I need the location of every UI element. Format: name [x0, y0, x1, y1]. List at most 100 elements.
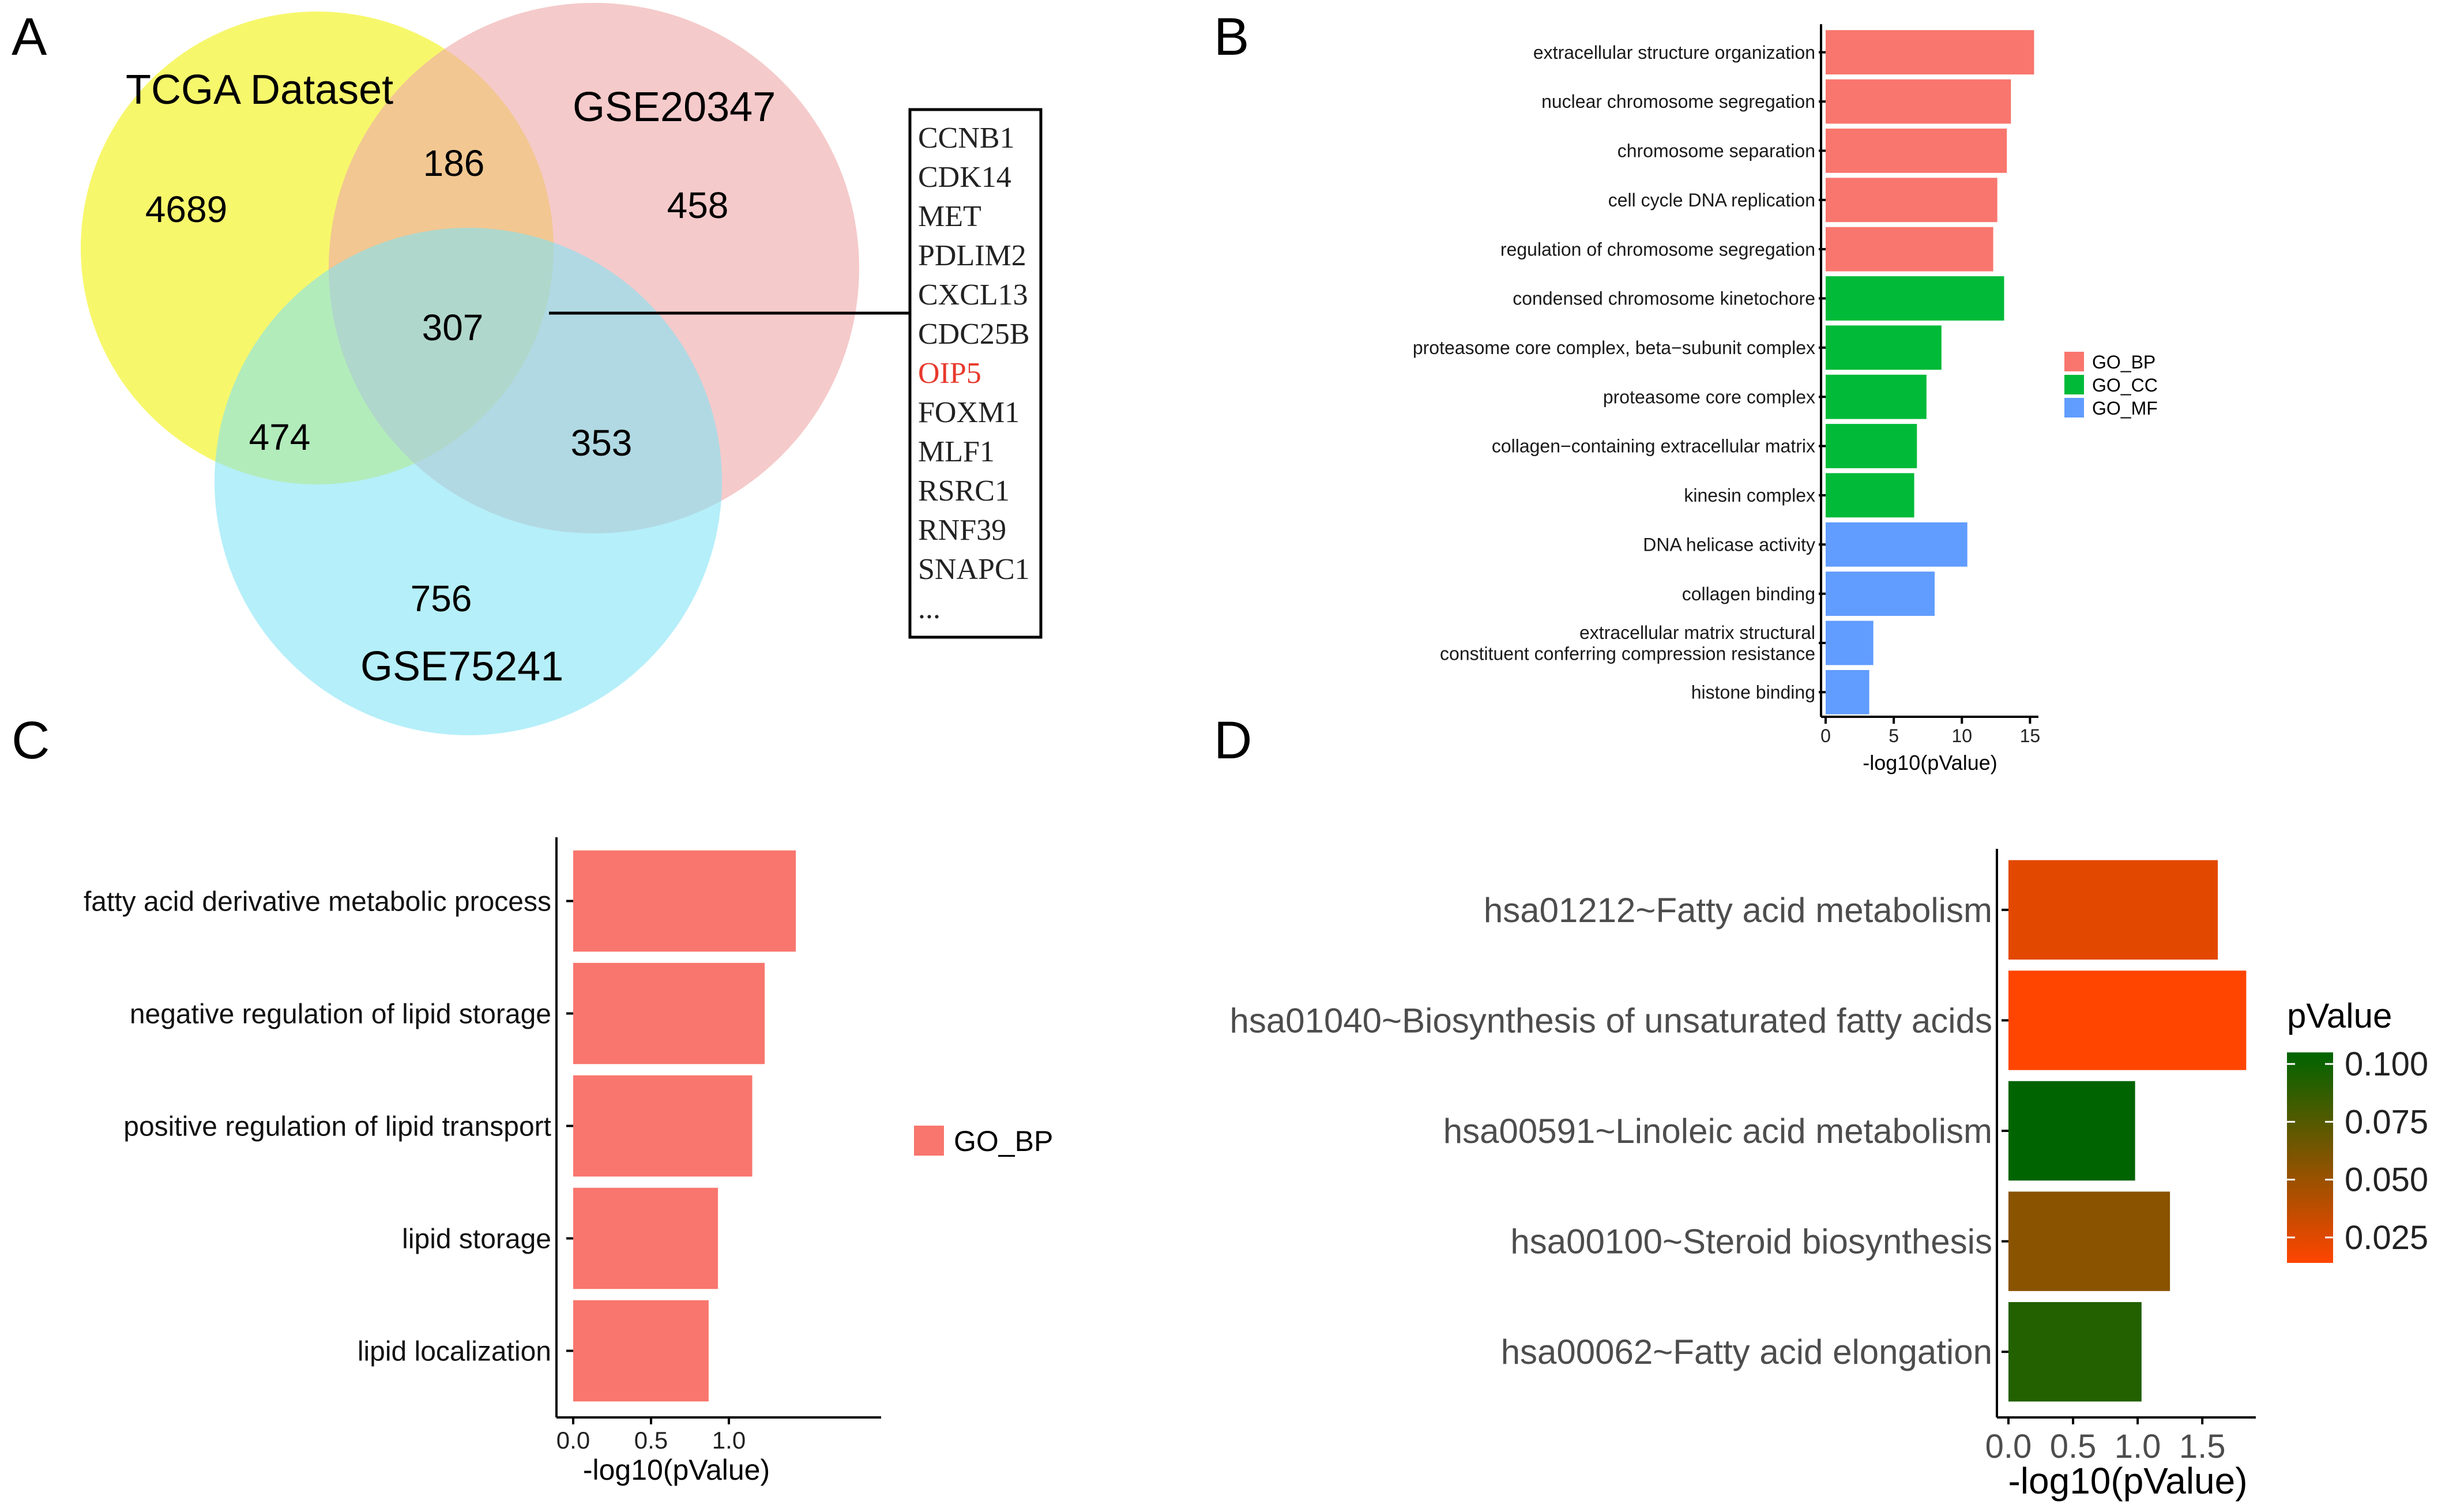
c-category-label: lipid storage	[402, 1224, 551, 1254]
panel-letter-c: C	[12, 711, 50, 770]
b-category-label: extracellular structure organization	[1533, 42, 1815, 63]
c-bar	[573, 1300, 709, 1402]
b-category-label: histone binding	[1691, 682, 1815, 703]
d-category-label: hsa00062~Fatty acid elongation	[1501, 1333, 1992, 1371]
b-category-label: kinesin complex	[1684, 485, 1815, 506]
c-bar	[573, 850, 796, 952]
gene-list-item: MLF1	[918, 435, 995, 468]
d-bar	[2008, 1191, 2170, 1291]
b-category-label: collagen binding	[1682, 584, 1815, 604]
b-category-label: extracellular matrix structural	[1579, 622, 1815, 643]
c-x-tick-label: 1.0	[712, 1427, 746, 1454]
b-bar	[1826, 473, 1914, 518]
venn-diagram: TCGA Dataset GSE20347 GSE75241 4689 186 …	[81, 3, 1043, 735]
d-bar	[2008, 860, 2218, 960]
panel-b-x-axis-title: -log10(pValue)	[1863, 751, 1997, 774]
c-x-tick-label: 0.0	[556, 1427, 590, 1454]
panel-b-legend-label: GO_CC	[2092, 375, 2158, 396]
b-category-label: cell cycle DNA replication	[1608, 190, 1815, 210]
gene-list-item: PDLIM2	[918, 239, 1026, 272]
panel-b-go-enrichment: extracellular structure organization nucl…	[1413, 24, 2158, 774]
d-x-tick-label: 0.0	[1985, 1428, 2032, 1465]
panel-b-legend-swatch	[2064, 352, 2084, 371]
d-category-label: hsa00591~Linoleic acid metabolism	[1443, 1112, 1992, 1150]
d-category-label: hsa01212~Fatty acid metabolism	[1484, 891, 1992, 930]
gene-list-item: CDC25B	[918, 318, 1030, 351]
panel-b-legend-label: GO_MF	[2092, 398, 2158, 419]
venn-set-label-tcga: TCGA Dataset	[126, 67, 393, 113]
b-bar	[1826, 374, 1927, 419]
gene-list-item: CCNB1	[918, 122, 1015, 155]
d-x-tick-label: 1.5	[2179, 1428, 2226, 1465]
b-category-label: collagen−containing extracellular matrix	[1492, 436, 1815, 457]
panel-d-colorbar-tick-label: 0.075	[2345, 1103, 2428, 1141]
b-bar	[1826, 276, 2004, 321]
panel-c-legend-swatch	[914, 1126, 944, 1156]
d-x-tick-label: 1.0	[2115, 1428, 2161, 1465]
panel-letter-b: B	[1214, 7, 1249, 66]
d-bar	[2008, 1081, 2135, 1181]
panel-letter-a: A	[12, 7, 47, 66]
c-category-label: positive regulation of lipid transport	[123, 1111, 551, 1142]
venn-count-gse20347-gse75241: 353	[571, 422, 633, 464]
b-bar	[1826, 620, 1874, 665]
gene-list-item: RSRC1	[918, 475, 1010, 507]
c-bar	[573, 962, 765, 1065]
venn-count-tcga-gse75241: 474	[249, 416, 311, 458]
panel-d-x-axis-title: -log10(pValue)	[2008, 1460, 2247, 1502]
venn-set-label-gse20347: GSE20347	[573, 84, 776, 130]
b-category-label: proteasome core complex	[1603, 386, 1815, 407]
c-bar	[573, 1075, 753, 1177]
panel-d-colorbar-tick-label: 0.025	[2345, 1219, 2428, 1257]
b-bar	[1826, 325, 1942, 370]
b-x-tick-label: 10	[1951, 725, 1972, 746]
b-category-label: condensed chromosome kinetochore	[1513, 288, 1815, 309]
c-category-label: lipid localization	[358, 1336, 551, 1367]
panel-c-x-axis-title: -log10(pValue)	[583, 1454, 770, 1486]
panel-b-legend-swatch	[2064, 398, 2084, 418]
gene-list-item: SNAPC1	[918, 553, 1030, 586]
d-x-tick-label: 0.5	[2050, 1428, 2097, 1465]
panel-d-colorbar-tick-label: 0.050	[2345, 1161, 2428, 1199]
gene-list-item: FOXM1	[918, 396, 1020, 429]
venn-count-gse20347-only: 458	[667, 185, 729, 226]
gene-list-item: CXCL13	[918, 279, 1028, 311]
b-bar	[1826, 178, 1997, 223]
gene-list-box	[908, 108, 1043, 639]
panel-d-colorbar-tick-label: 0.100	[2345, 1045, 2428, 1083]
b-x-tick-label: 15	[2020, 725, 2041, 746]
b-category-label: constituent conferring compression resis…	[1440, 644, 1815, 664]
d-category-label: hsa00100~Steroid biosynthesis	[1510, 1223, 1992, 1261]
panel-b-legend-label: GO_BP	[2092, 352, 2155, 373]
b-bar	[1826, 79, 2011, 124]
b-x-tick-label: 0	[1820, 725, 1831, 746]
venn-count-tcga-gse20347: 186	[423, 142, 485, 184]
gene-list-item: CDK14	[918, 161, 1011, 194]
b-category-label: proteasome core complex, beta−subunit co…	[1413, 337, 1815, 358]
b-bar	[1826, 522, 1968, 567]
venn-count-gse75241-only: 756	[411, 578, 472, 619]
d-bar	[2008, 1302, 2142, 1402]
c-bar	[573, 1187, 718, 1289]
panel-d-colorbar-title: pValue	[2287, 996, 2392, 1035]
gene-list-item: OIP5	[918, 357, 981, 390]
panel-d-kegg-enrichment: hsa01212~Fatty acid metabolism hsa01040~B…	[1229, 849, 2428, 1502]
b-category-label: nuclear chromosome segregation	[1541, 91, 1815, 112]
panel-d-colorbar	[2287, 1052, 2333, 1263]
d-bar	[2008, 971, 2247, 1070]
b-category-label: regulation of chromosome segregation	[1500, 239, 1815, 259]
b-bar	[1826, 128, 2007, 173]
b-bar	[1826, 30, 2034, 75]
venn-count-all-three: 307	[422, 307, 484, 348]
d-category-label: hsa01040~Biosynthesis of unsaturated fat…	[1229, 1001, 1992, 1040]
panel-letter-d: D	[1214, 711, 1252, 770]
gene-list-item: RNF39	[918, 514, 1006, 547]
gene-list: CCNB1CDK14METPDLIM2CXCL13CDC25BOIP5FOXM1…	[918, 122, 1030, 625]
b-bar	[1826, 571, 1935, 616]
venn-circle-gse75241	[215, 228, 722, 735]
venn-count-tcga-only: 4689	[145, 189, 227, 230]
b-bar	[1826, 670, 1869, 714]
b-x-tick-label: 5	[1889, 725, 1899, 746]
panel-c-go-bp-enrichment: fatty acid derivative metabolic processn…	[84, 837, 1053, 1486]
